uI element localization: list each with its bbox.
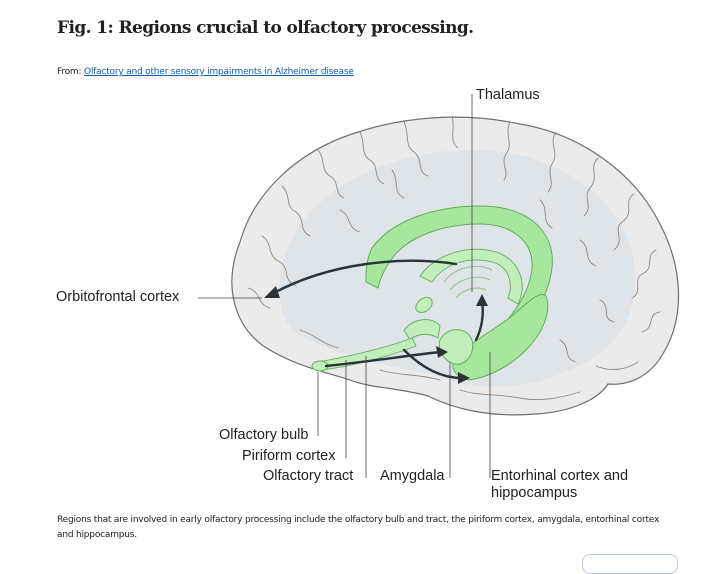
label-entorhinal-cortex: Entorhinal cortex and	[491, 468, 629, 484]
label-thalamus: Thalamus	[476, 87, 540, 103]
arrow-to-orbitofrontal	[270, 259, 458, 296]
piriform-highlight	[403, 319, 441, 341]
label-piriform-cortex: Piriform cortex	[242, 448, 336, 464]
label-hippocampus: hippocampus	[491, 485, 578, 501]
arrow-to-amygdala	[324, 350, 442, 368]
label-amygdala: Amygdala	[380, 468, 445, 484]
source-line: From: Olfactory and other sensory impair…	[57, 67, 354, 77]
label-orbitofrontal-cortex: Orbitofrontal cortex	[56, 289, 180, 305]
figure-title: Fig. 1: Regions crucial to olfactory pro…	[57, 18, 474, 38]
figure-caption: Regions that are involved in early olfac…	[57, 515, 660, 540]
arrowheads	[264, 286, 488, 384]
arrow-to-entorhinal	[402, 348, 464, 380]
orbital-tract-highlight	[415, 296, 433, 313]
thalamic-loops	[443, 266, 493, 299]
amygdala-highlight	[438, 329, 474, 365]
source-prefix: From:	[57, 67, 84, 77]
cingulate-highlight	[365, 205, 553, 341]
label-olfactory-bulb: Olfactory bulb	[219, 427, 309, 443]
brain-diagram	[198, 94, 680, 478]
leader-lines	[198, 94, 491, 478]
partial-button[interactable]	[582, 554, 678, 574]
gyri-lines	[247, 115, 661, 401]
entorhinal-hippocampus-highlight	[452, 294, 549, 381]
medial-surface	[279, 150, 636, 387]
source-article-link[interactable]: Olfactory and other sensory impairments …	[84, 67, 354, 77]
olfactory-tract-highlight	[317, 337, 417, 371]
label-olfactory-tract: Olfactory tract	[263, 468, 354, 484]
